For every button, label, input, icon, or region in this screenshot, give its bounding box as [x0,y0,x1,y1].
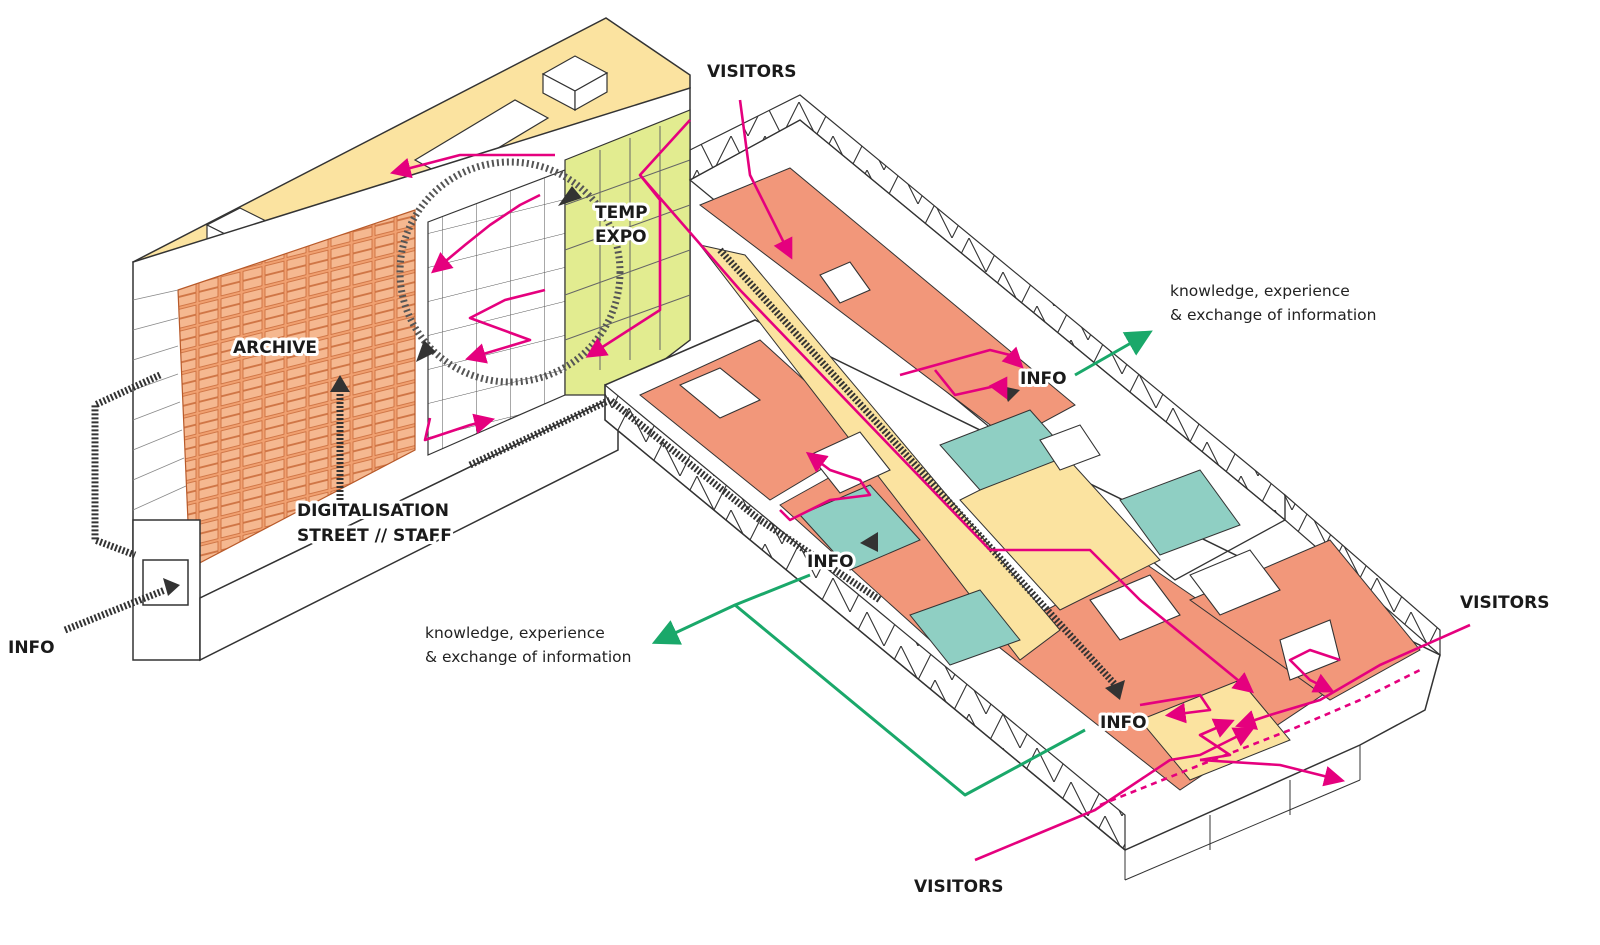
label-knowledge-right-2: & exchange of information [1170,306,1376,324]
label-info-top: INFO [1020,369,1067,389]
label-info-bottom: INFO [1100,713,1147,733]
truss-band-right [1284,493,1441,657]
visitor-path-top-1 [738,99,793,260]
knowledge-paths [651,330,1153,797]
visitor-path-bottom-3 [1199,758,1346,787]
label-info-middle: INFO [807,552,854,572]
label-info-left: INFO [8,638,55,658]
label-temp: TEMP [595,203,648,223]
visitor-path-right-2 [1288,648,1341,693]
visitor-path-mid-2 [933,369,1008,400]
circulation-loop [396,158,624,386]
digitalisation-street [698,244,1061,661]
label-visitors-right: VISITORS [1460,593,1549,613]
label-archive: ARCHIVE [233,338,317,358]
label-visitors-top: VISITORS [707,62,796,82]
label-expo: EXPO [595,227,647,247]
knowledge-path-right [1074,330,1153,377]
teal-zone-1 [799,484,921,571]
label-knowledge-right-1: knowledge, experience [1170,282,1350,300]
archive-shelves [177,209,416,569]
visitor-path-archive-3 [465,288,546,364]
floor-zone-salmon-1 [699,167,1076,441]
visitor-path-mid-1 [899,346,1024,377]
label-visitors-bottom: VISITORS [914,877,1003,897]
label-digitalisation: DIGITALISATION [297,501,449,521]
visitor-path-archive-4 [423,413,496,442]
staff-path-info [63,586,167,634]
visitor-path-edge [1099,668,1421,807]
facade-floor-lines [132,289,187,511]
teal-zone-3 [1119,469,1241,556]
visitor-path-right [1235,623,1471,730]
visitor-paths [389,99,1471,862]
teal-zone-4 [909,589,1021,666]
visitor-path-archive-2 [431,193,541,274]
visitor-path-expo [585,174,662,358]
visitor-path-mid-3 [779,451,872,522]
visitor-path-archive-1 [389,153,555,179]
labels: ARCHIVE TEMP EXPO DIGITALISATION STREET … [8,62,1549,897]
visitor-path-bottom-2 [1198,718,1235,762]
label-knowledge-left-1: knowledge, experience [425,624,605,642]
staff-paths [63,247,1123,693]
archive-building [131,17,691,662]
rooftop-box-2 [541,55,609,112]
staff-path-diagonal [717,247,1123,693]
staff-path-street [468,395,882,603]
room-boxes [678,261,1341,681]
knowledge-path-link [734,603,1086,797]
label-knowledge-left-2: & exchange of information [425,648,631,666]
label-street-staff: STREET // STAFF [297,526,452,546]
visitor-path-lower [1139,693,1212,724]
knowledge-path-left [651,573,811,645]
base-columns [1124,745,1361,881]
